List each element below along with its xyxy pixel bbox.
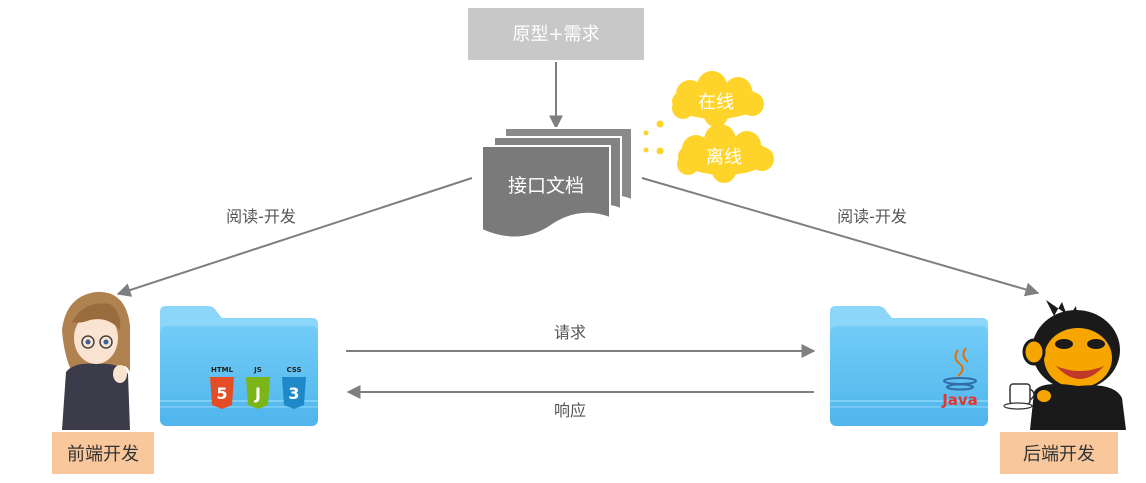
- backend-developer-avatar: [1003, 300, 1126, 430]
- js-icon: JS J: [246, 366, 270, 409]
- svg-text:Java: Java: [941, 391, 978, 409]
- svg-text:JS: JS: [253, 366, 262, 374]
- java-icon: Java: [941, 347, 978, 409]
- response-label: 响应: [554, 401, 586, 420]
- read-dev-right-label: 阅读-开发: [837, 207, 907, 226]
- frontend-developer-avatar: [62, 291, 130, 430]
- backend-label: 后端开发: [1023, 444, 1095, 465]
- frontend-folder-icon: [160, 306, 318, 426]
- request-label: 请求: [554, 323, 586, 342]
- svg-text:3: 3: [288, 384, 299, 403]
- css3-icon: CSS 3: [282, 366, 306, 409]
- doc-to-frontend-arrow: [116, 177, 473, 297]
- api-doc-label: 接口文档: [508, 175, 584, 197]
- offline-label: 离线: [706, 147, 742, 168]
- read-dev-left-label: 阅读-开发: [226, 207, 296, 226]
- offline-cloud: [677, 124, 774, 183]
- frontend-label: 前端开发: [67, 444, 139, 465]
- thought-dot: [643, 130, 649, 136]
- doc-to-backend-arrow: [641, 177, 1040, 297]
- online-cloud: [672, 71, 764, 127]
- html5-icon: HTML 5: [210, 366, 234, 409]
- api-doc-stack: [481, 127, 633, 239]
- thought-dot: [656, 120, 664, 128]
- svg-text:HTML: HTML: [211, 366, 234, 374]
- frontend-label-box: [52, 432, 154, 474]
- svg-text:5: 5: [216, 384, 227, 403]
- prototype-box: [468, 8, 644, 60]
- backend-folder-icon: [830, 306, 988, 426]
- thought-dot: [656, 147, 664, 155]
- svg-text:J: J: [254, 384, 261, 403]
- backend-label-box: [1000, 432, 1118, 474]
- prototype-label: 原型+需求: [512, 24, 599, 45]
- svg-text:CSS: CSS: [286, 366, 301, 374]
- thought-dot: [643, 147, 649, 153]
- online-label: 在线: [698, 92, 734, 113]
